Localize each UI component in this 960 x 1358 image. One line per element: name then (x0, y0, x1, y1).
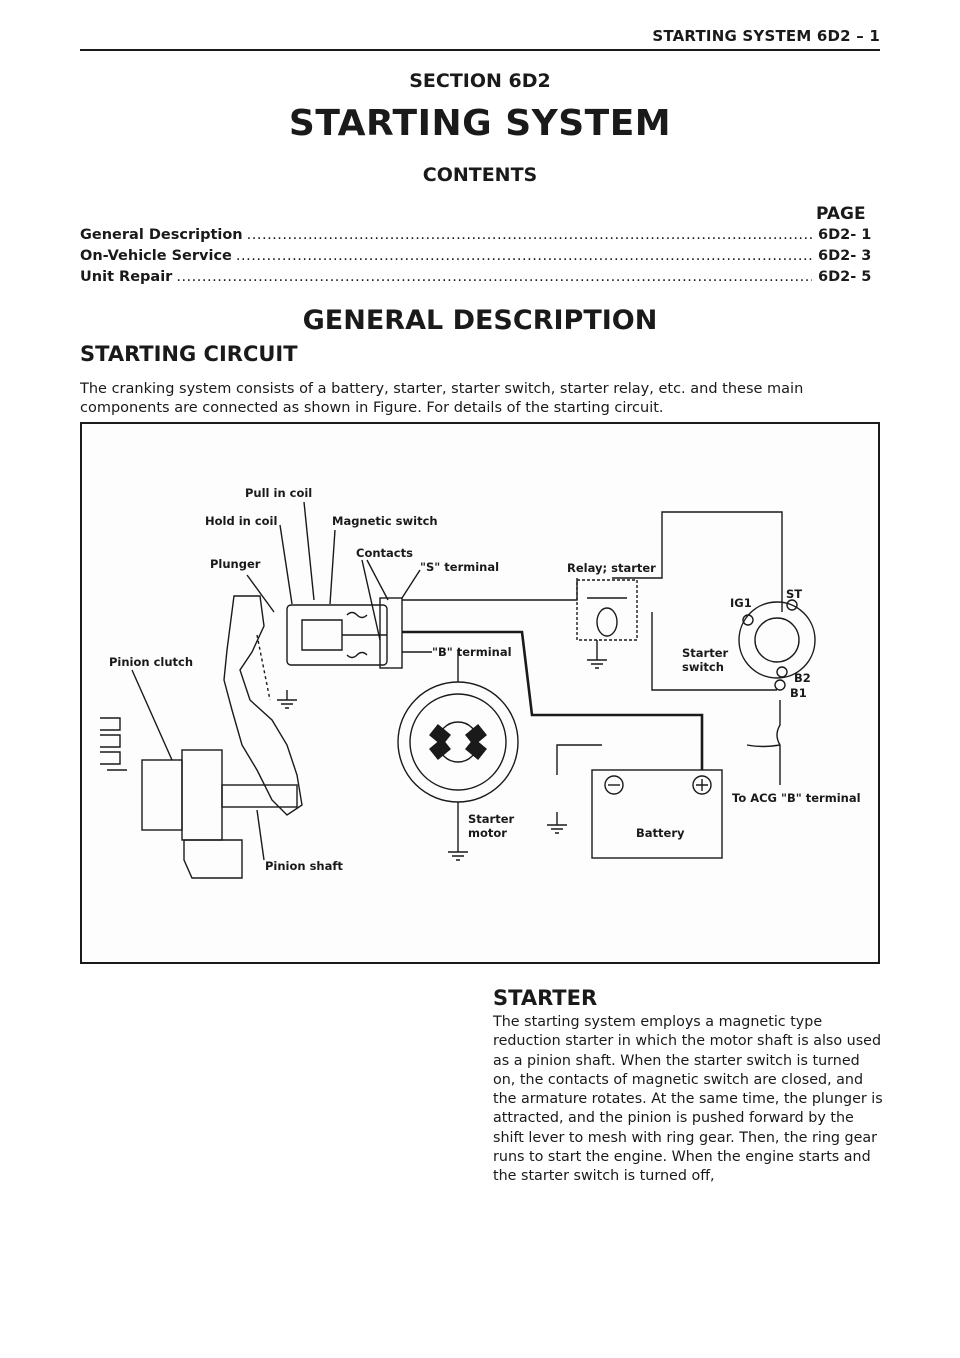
relay-box (576, 579, 638, 641)
switch-terminal-st (786, 599, 798, 611)
ring-gear-teeth (100, 717, 127, 771)
starter-switch-rotor (754, 617, 800, 663)
shift-lever-shape (223, 595, 303, 816)
contacts-block (379, 597, 403, 669)
label-s-terminal: "S" terminal (420, 560, 499, 574)
toc-entry-title: On-Vehicle Service (80, 248, 232, 264)
switch-terminal-b1 (774, 679, 786, 691)
label-to-acg: To ACG "B" terminal (732, 791, 861, 805)
battery-positive-mark (696, 779, 708, 791)
label-pinion-shaft: Pinion shaft (265, 859, 343, 873)
contents-label: CONTENTS (422, 164, 538, 186)
ground-symbol (547, 812, 567, 834)
wire-s-terminal (402, 578, 578, 601)
toc-leader-dots: ........................................… (235, 248, 812, 264)
ground-symbol (587, 655, 607, 669)
label-b1: B1 (790, 686, 807, 700)
label-hold-in-coil: Hold in coil (205, 514, 277, 528)
leader-s-terminal (401, 569, 421, 599)
leader-contacts-a (361, 559, 381, 641)
toc-entry-page: 6D2- 5 (818, 269, 872, 285)
starter-motor-inner (409, 693, 507, 791)
switch-terminal-b2 (776, 666, 788, 678)
label-pull-in-coil: Pull in coil (245, 486, 312, 500)
starter-heading: STARTER (493, 986, 598, 1010)
header-rule (80, 49, 880, 51)
label-relay-starter: Relay; starter (567, 561, 656, 575)
label-b-terminal: "B" terminal (432, 645, 512, 659)
coil-windings (346, 611, 368, 659)
plunger-shape (301, 619, 343, 651)
starter-motor-outer (397, 681, 519, 803)
armature-brush (465, 738, 487, 760)
label-starter-switch-1: Starter (682, 646, 729, 660)
pinion-shaft (221, 784, 298, 808)
toc-entry-on-vehicle-service[interactable]: On-Vehicle Service .....................… (80, 248, 876, 269)
battery-box (591, 769, 723, 859)
starting-circuit-diagram: Pull in coil Hold in coil Magnetic switc… (80, 422, 880, 964)
wire-relay-to-switch (612, 511, 783, 612)
armature-brush (429, 738, 451, 760)
table-of-contents: General Description ....................… (80, 227, 876, 290)
label-st: ST (786, 587, 802, 601)
lever-dash-line (256, 634, 271, 701)
ground-symbol (277, 690, 297, 709)
label-plunger: Plunger (210, 557, 261, 571)
starting-circuit-paragraph: The cranking system consists of a batter… (80, 381, 804, 416)
battery-terminal-negative (604, 775, 624, 795)
starting-circuit-heading: STARTING CIRCUIT (80, 342, 298, 366)
label-b2: B2 (794, 671, 811, 685)
label-battery: Battery (636, 826, 685, 840)
wire-b-terminal (402, 630, 704, 770)
toc-leader-dots: ........................................… (246, 227, 812, 243)
ground-symbol (448, 845, 468, 861)
leader-magnetic-switch (329, 529, 336, 605)
leader-pull-in-coil (303, 501, 315, 601)
leader-pinion-shaft (256, 809, 265, 861)
wire-acg (746, 700, 781, 760)
leader-plunger (246, 574, 275, 613)
drive-housing (183, 839, 243, 879)
wire-ig-feed (651, 612, 777, 691)
toc-entry-page: 6D2- 1 (818, 227, 872, 243)
label-starter-switch-2: switch (682, 660, 724, 674)
pinion-gear (141, 759, 183, 831)
label-starter-motor-2: motor (468, 826, 507, 840)
toc-entry-title: Unit Repair (80, 269, 173, 285)
label-magnetic-switch: Magnetic switch (332, 514, 438, 528)
toc-entry-title: General Description (80, 227, 243, 243)
page-title: STARTING SYSTEM (288, 103, 672, 144)
pinion-clutch-body (181, 749, 223, 841)
label-ig1: IG1 (730, 596, 752, 610)
section-label: SECTION 6D2 (409, 70, 551, 92)
leader-pinion-clutch (131, 669, 173, 761)
leader-contacts-b (366, 559, 389, 601)
toc-page-column-label: PAGE (816, 204, 866, 224)
general-description-heading: GENERAL DESCRIPTION (302, 305, 658, 336)
battery-terminal-positive (692, 775, 712, 795)
toc-entry-general-description[interactable]: General Description ....................… (80, 227, 876, 248)
label-pinion-clutch: Pinion clutch (109, 655, 193, 669)
starter-paragraph: The starting system employs a magnetic t… (493, 1014, 883, 1185)
toc-entry-unit-repair[interactable]: Unit Repair ............................… (80, 269, 876, 290)
starter-switch-body (738, 601, 816, 679)
toc-entry-page: 6D2- 3 (818, 248, 872, 264)
circuit-diagram-svg: Pull in coil Hold in coil Magnetic switc… (100, 486, 861, 879)
wire-battery-ground (556, 744, 602, 775)
leader-hold-in-coil (279, 524, 293, 605)
relay-coil (596, 607, 618, 637)
label-starter-motor-1: Starter (468, 812, 515, 826)
toc-leader-dots: ........................................… (176, 269, 812, 285)
label-contacts: Contacts (356, 546, 413, 560)
running-header: STARTING SYSTEM 6D2 – 1 (652, 27, 880, 45)
switch-terminal-ig1 (742, 614, 754, 626)
